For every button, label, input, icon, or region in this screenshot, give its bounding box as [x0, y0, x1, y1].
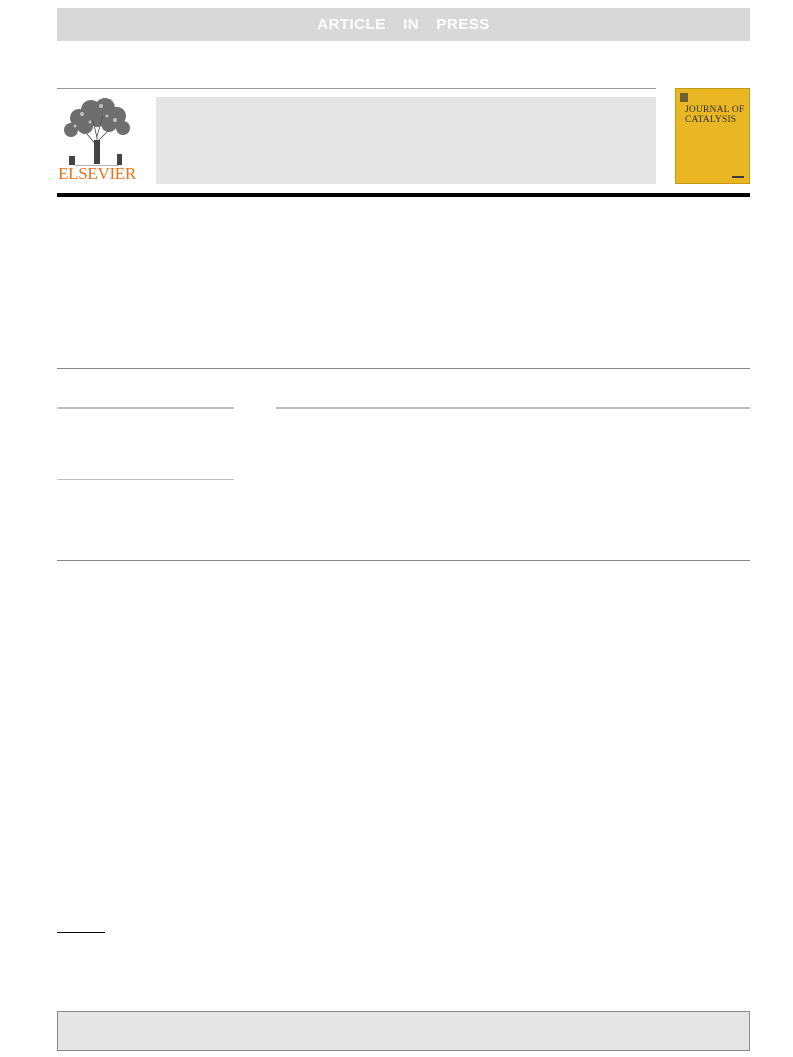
article-info-heading-rule: [57, 407, 234, 409]
header-top-rule: [57, 88, 656, 89]
citation-box: [57, 1011, 750, 1051]
article-in-press-banner: ARTICLE IN PRESS: [57, 8, 750, 41]
footnote-rule: [57, 932, 105, 933]
publisher-name: ELSEVIER: [58, 164, 136, 183]
tree-logo-icon: [64, 98, 130, 166]
publisher-logo[interactable]: ELSEVIER: [57, 96, 137, 186]
header-thick-rule: [57, 193, 750, 197]
cover-title-line2: CATALYSIS: [685, 115, 737, 125]
banner-text: ARTICLE IN PRESS: [317, 16, 490, 33]
keywords-heading-rule: [57, 479, 234, 480]
section-divider-top: [57, 368, 750, 369]
cover-footer-mark: [732, 176, 744, 178]
cover-journal-title: JOURNAL OF CATALYSIS: [685, 105, 747, 125]
section-divider-bottom: [57, 560, 750, 561]
journal-cover-thumbnail[interactable]: JOURNAL OF CATALYSIS: [675, 88, 750, 184]
journal-masthead: [156, 97, 656, 184]
emblem-icon: [680, 93, 688, 102]
abstract-heading-rule: [276, 407, 750, 409]
cover-title-line1: JOURNAL OF: [685, 105, 745, 115]
